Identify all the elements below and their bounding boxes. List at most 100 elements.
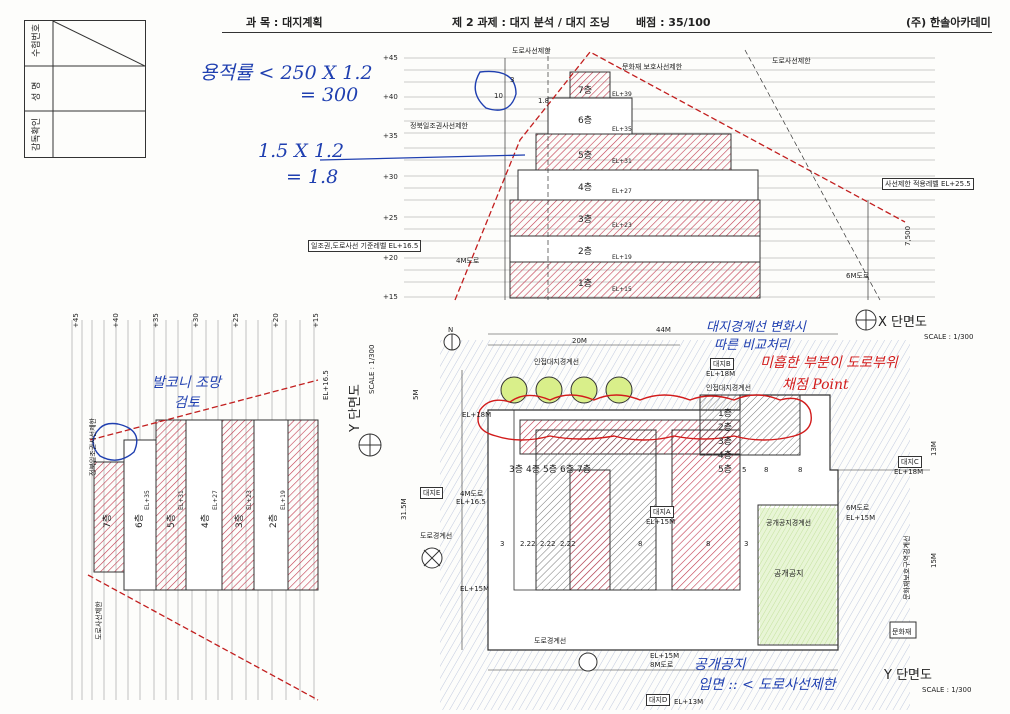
heritage-box	[889, 621, 917, 639]
note-far-2: = 300	[300, 84, 359, 106]
x-floor-3-label: 3층	[578, 215, 593, 225]
plan-road-boundary-bottom: 도로경계선	[534, 637, 567, 645]
plan-floor-7: 7층	[577, 465, 592, 475]
x-section-scale: SCALE : 1/300	[924, 333, 974, 341]
y-floor-4	[185, 419, 223, 591]
x-base-level-label: 일조권,도로사선 기준레벨 EL+16.5	[308, 240, 422, 252]
y-level-35: +35	[152, 313, 160, 328]
plan-el-18: EL+18M	[462, 411, 492, 419]
y-section-scale: SCALE : 1/300	[368, 344, 376, 394]
x-floor-7-label: 7층	[578, 86, 593, 96]
plan-site-b: 대지B	[710, 358, 734, 370]
plan-floor-r1: 1층	[718, 409, 733, 419]
y-el-23: EL+23	[246, 490, 253, 510]
y-el-27: EL+27	[212, 490, 219, 510]
y-level-15: +15	[312, 313, 320, 328]
y-level-20: +20	[272, 313, 280, 328]
plan-el-c: EL+18M	[894, 468, 924, 476]
note-far: 용적률 < 250 X 1.2	[200, 62, 373, 84]
y-el-19: EL+19	[280, 490, 287, 510]
academy-label: (주) 한솔아카데미	[906, 16, 991, 29]
plan-el-15b: EL+15M	[650, 652, 680, 660]
y-level-25: +25	[232, 313, 240, 328]
score-label: 배점 : 35/100	[636, 16, 711, 29]
x-el-39: EL+39	[612, 91, 632, 98]
plan-dim-b5: 8	[706, 540, 711, 548]
tree-3	[570, 376, 598, 404]
x-floor-2	[509, 235, 761, 263]
y-base-level: EL+16.5	[322, 370, 330, 400]
x-blue-circle-mark	[474, 70, 517, 111]
y-sunlight-line	[89, 379, 319, 441]
plan-road-boundary: 도로경계선	[420, 532, 453, 540]
x-floor-1-label: 1층	[578, 279, 593, 289]
plan-dim-b2: 2.22	[540, 540, 556, 548]
tree-4	[605, 376, 633, 404]
x-level-25: +25	[383, 214, 398, 222]
x-level-45: +45	[383, 54, 398, 62]
y-floor-4-label: 4층	[201, 513, 211, 528]
note-ratio-2: = 1.8	[286, 166, 339, 188]
y-level-45: +45	[72, 313, 80, 328]
plan-heritage: 문화재	[892, 628, 912, 636]
x-road-6m: 6M도로	[846, 272, 870, 280]
x-road-limit-dash-right	[744, 49, 881, 301]
header-rule	[222, 32, 992, 33]
exam-info-box: 수험번호 성 명 감독확인	[24, 20, 146, 158]
plan-public-space: 공개공지	[774, 569, 804, 578]
note-cross-check-2: 검토	[174, 395, 200, 411]
y-floor-2	[253, 419, 289, 591]
plan-el-b: EL+18M	[706, 370, 736, 378]
plan-floor-6: 6층	[560, 465, 575, 475]
x-road-4m: 4M도로	[456, 257, 480, 265]
y-el-35: EL+35	[144, 490, 151, 510]
plan-section-title: Y 단면도	[884, 668, 932, 683]
assignment-label: 제 2 과제 : 대지 분석 / 대지 조닝	[452, 16, 611, 29]
note-public-2: 입면 :: < 도로사선제한	[698, 677, 836, 693]
y-section-marker	[578, 652, 598, 672]
plan-floor-3: 3층	[509, 465, 524, 475]
plan-dim-b1: 2.22	[520, 540, 536, 548]
x-el-27: EL+27	[612, 188, 632, 195]
note-red-2: 채점 Point	[782, 377, 849, 393]
x-floor-4	[517, 169, 759, 201]
y-floor-7	[93, 461, 125, 573]
zone-core	[569, 469, 611, 591]
plan-floor-r5: 5층	[718, 465, 733, 475]
plan-road-4m: 4M도로	[460, 490, 484, 498]
y-floor-6-label: 6층	[135, 513, 145, 528]
x-el-31: EL+31	[612, 158, 632, 165]
plan-public-space-boundary: 공개공지경계선	[766, 519, 812, 527]
x-el-23: EL+23	[612, 222, 632, 229]
x-blue-arrow	[319, 154, 526, 161]
x-level-30: +30	[383, 173, 398, 181]
y-floor-6	[123, 439, 157, 591]
y-floor-3	[221, 419, 255, 591]
x-el-19: EL+19	[612, 254, 632, 261]
plan-floor-r4: 4층	[718, 451, 733, 461]
x-floor-6-label: 6층	[578, 116, 593, 126]
plan-dim-31-5m: 31.5M	[400, 498, 408, 520]
note-cross-check: 발코니 조망	[152, 375, 221, 391]
zone-b-block	[699, 394, 801, 456]
plan-dim-b0: 3	[500, 540, 505, 548]
note-red: 미흡한 부분이 도로부위	[760, 355, 898, 371]
y-level-40: +40	[112, 313, 120, 328]
plan-dim-b3: 2.22	[560, 540, 576, 548]
x-el-35: EL+35	[612, 126, 632, 133]
x-el-15: EL+15	[612, 286, 632, 293]
y-road-limit: 도로사선제한	[95, 601, 103, 640]
y-level-30: +30	[192, 313, 200, 328]
plan-el-a: EL+15M	[646, 518, 676, 526]
y-floor-7-label: 7층	[103, 513, 113, 528]
note-boundary: 대지경계선 변화시	[706, 320, 806, 335]
plan-road-8m: 8M도로	[650, 661, 674, 669]
y-el-31: EL+31	[178, 490, 185, 510]
x-slope-ref-label: 사선제한 적용레벨 EL+25.5	[882, 178, 974, 190]
x-floor-5-label: 5층	[578, 151, 593, 161]
x-slope-limit-line	[454, 51, 906, 301]
plan-dim-b6: 3	[744, 540, 749, 548]
x-floor-5	[535, 133, 732, 171]
plan-floor-4: 4층	[526, 465, 541, 475]
